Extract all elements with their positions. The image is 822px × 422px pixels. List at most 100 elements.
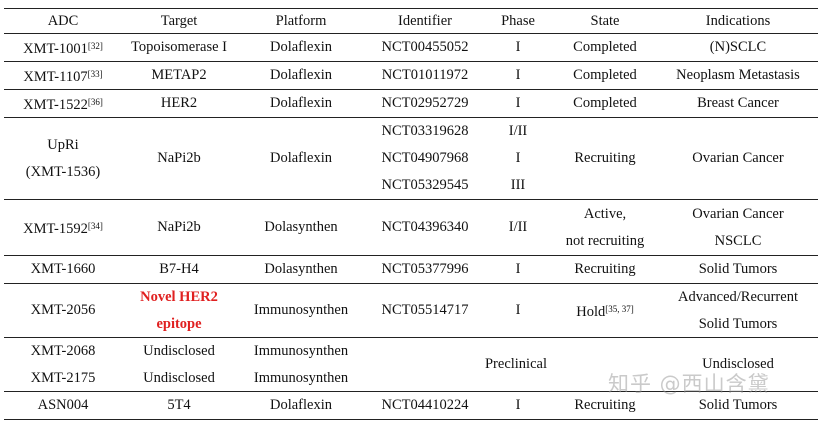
indications-cell: Breast Cancer bbox=[697, 95, 779, 111]
platform-line: Immunosynthen bbox=[253, 369, 349, 386]
identifier-cell: NCT02952729 bbox=[381, 95, 469, 111]
identifier: NCT04907968 bbox=[381, 150, 469, 166]
header-indications: Indications bbox=[705, 12, 771, 29]
target-line: epitope bbox=[156, 315, 202, 332]
indications-cell: Ovarian Cancer bbox=[692, 150, 784, 166]
adc-line: XMT-2068 bbox=[30, 342, 96, 359]
state-cell: Completed bbox=[573, 39, 637, 55]
identifier-cell: NCT01011972 bbox=[381, 67, 469, 83]
table-row: XMT-1592[34] NaPi2b Dolasynthen NCT04396… bbox=[4, 200, 818, 256]
header-target: Target bbox=[160, 12, 198, 29]
platform-cell: Dolasynthen bbox=[264, 261, 338, 277]
indications-cell: Solid Tumors bbox=[698, 261, 778, 277]
state: Hold bbox=[576, 303, 606, 320]
phase-cell: I bbox=[515, 302, 521, 318]
target-cell: HER2 bbox=[160, 95, 198, 111]
indication: NSCLC bbox=[714, 232, 762, 249]
table-row: ASN004 5T4 Dolaflexin NCT04410224 I Recr… bbox=[4, 392, 818, 420]
adc-cell: UpRi (XMT-1536) bbox=[4, 118, 122, 199]
adc-name: XMT-1107 bbox=[23, 68, 88, 85]
adc-cell: XMT-1107[33] bbox=[4, 62, 122, 89]
target-line: Novel HER2 bbox=[140, 288, 218, 305]
state-cell: Recruiting bbox=[574, 150, 636, 166]
platform-cell: Dolaflexin bbox=[269, 397, 332, 413]
state-cell: Completed bbox=[573, 67, 637, 83]
stage-cell: Preclinical bbox=[484, 356, 547, 372]
table-row: XMT-1660 B7-H4 Dolasynthen NCT05377996 I… bbox=[4, 256, 818, 284]
phase-cell: I/II bbox=[508, 219, 528, 235]
table-row: XMT-1522[36] HER2 Dolaflexin NCT02952729… bbox=[4, 90, 818, 118]
header-phase: Phase bbox=[501, 12, 535, 29]
adc-cell: XMT-1592[34] bbox=[4, 200, 122, 255]
header-state: State bbox=[590, 12, 620, 29]
identifier-cell: NCT05377996 bbox=[381, 261, 469, 277]
watermark: 知乎 @西山含黛 bbox=[608, 372, 770, 396]
ref: [32] bbox=[87, 40, 103, 51]
phase-cell: I bbox=[515, 261, 521, 277]
state-line: Active, bbox=[583, 205, 627, 222]
table-row: UpRi(XMT-1536) NaPi2b Dolaflexin NCT0331… bbox=[4, 118, 818, 200]
indication: Ovarian Cancer bbox=[692, 205, 784, 222]
platform-cell: Dolaflexin bbox=[269, 67, 332, 83]
adc-line: UpRi bbox=[47, 136, 79, 153]
platform-cell: Dolaflexin bbox=[269, 150, 332, 166]
table-row: XMT-2056 Novel HER2 epitope Immunosynthen… bbox=[4, 284, 818, 338]
state-cell: Recruiting bbox=[574, 397, 636, 413]
target-cell: Novel HER2 epitope bbox=[122, 284, 236, 337]
ref: [36] bbox=[87, 96, 103, 107]
phase: I bbox=[515, 150, 521, 166]
ref: [33] bbox=[87, 68, 103, 79]
identifier: NCT05329545 bbox=[381, 177, 469, 193]
indication: Solid Tumors bbox=[698, 315, 778, 332]
indications-cell: Undisclosed bbox=[702, 356, 774, 372]
adc-name: XMT-1522 bbox=[23, 96, 88, 113]
table-row: XMT-1107[33] METAP2 Dolaflexin NCT010119… bbox=[4, 62, 818, 90]
target-cell: METAP2 bbox=[151, 67, 207, 83]
header-platform: Platform bbox=[275, 12, 327, 29]
target-cell: Topoisomerase I bbox=[130, 39, 228, 55]
state-cell: Recruiting bbox=[574, 261, 636, 277]
adc-line: (XMT-1536) bbox=[25, 163, 101, 180]
phase-cell: I bbox=[515, 95, 521, 111]
platform-line: Immunosynthen bbox=[253, 342, 349, 359]
target-cell: B7-H4 bbox=[159, 261, 199, 277]
indications-cell: Neoplasm Metastasis bbox=[676, 67, 800, 83]
ref: [34] bbox=[87, 220, 103, 231]
state-line: not recruiting bbox=[565, 232, 645, 249]
phase: I/II bbox=[508, 123, 528, 139]
adc-line: XMT-2175 bbox=[30, 369, 96, 386]
adc-cell: XMT-2056 bbox=[30, 302, 96, 318]
target-cell: 5T4 bbox=[167, 397, 191, 413]
phase: III bbox=[510, 177, 526, 193]
phase-cell: I bbox=[515, 39, 521, 55]
platform-cell: Dolaflexin bbox=[269, 39, 332, 55]
adc-cell: XMT-1660 bbox=[30, 261, 96, 277]
identifier-cell: NCT00455052 bbox=[381, 39, 469, 55]
ref: [35, 37] bbox=[605, 303, 634, 314]
phase-cell: I bbox=[515, 397, 521, 413]
state-cell: Active, not recruiting bbox=[552, 200, 658, 255]
platform-cell: Dolasynthen bbox=[264, 219, 338, 235]
platform-cell: Immunosynthen bbox=[253, 302, 349, 318]
indication: Advanced/Recurrent bbox=[678, 288, 798, 305]
identifier-cell: NCT04396340 bbox=[381, 219, 469, 235]
indications-cell: Solid Tumors bbox=[698, 397, 778, 413]
adc-cell: XMT-1001[32] bbox=[4, 34, 122, 61]
identifier-cell: NCT04410224 bbox=[381, 397, 469, 413]
adc-cell: ASN004 bbox=[37, 397, 89, 413]
indications-cell: (N)SCLC bbox=[709, 39, 767, 55]
phase-cell: I bbox=[515, 67, 521, 83]
state-cell: Hold[35, 37] bbox=[552, 284, 658, 337]
target-cell: NaPi2b bbox=[157, 150, 201, 166]
adc-cell: XMT-1522[36] bbox=[4, 90, 122, 117]
target-line: Undisclosed bbox=[143, 342, 215, 359]
header-adc: ADC bbox=[47, 12, 79, 29]
adc-table: ADC Target Platform Identifier Phase Sta… bbox=[4, 8, 818, 420]
